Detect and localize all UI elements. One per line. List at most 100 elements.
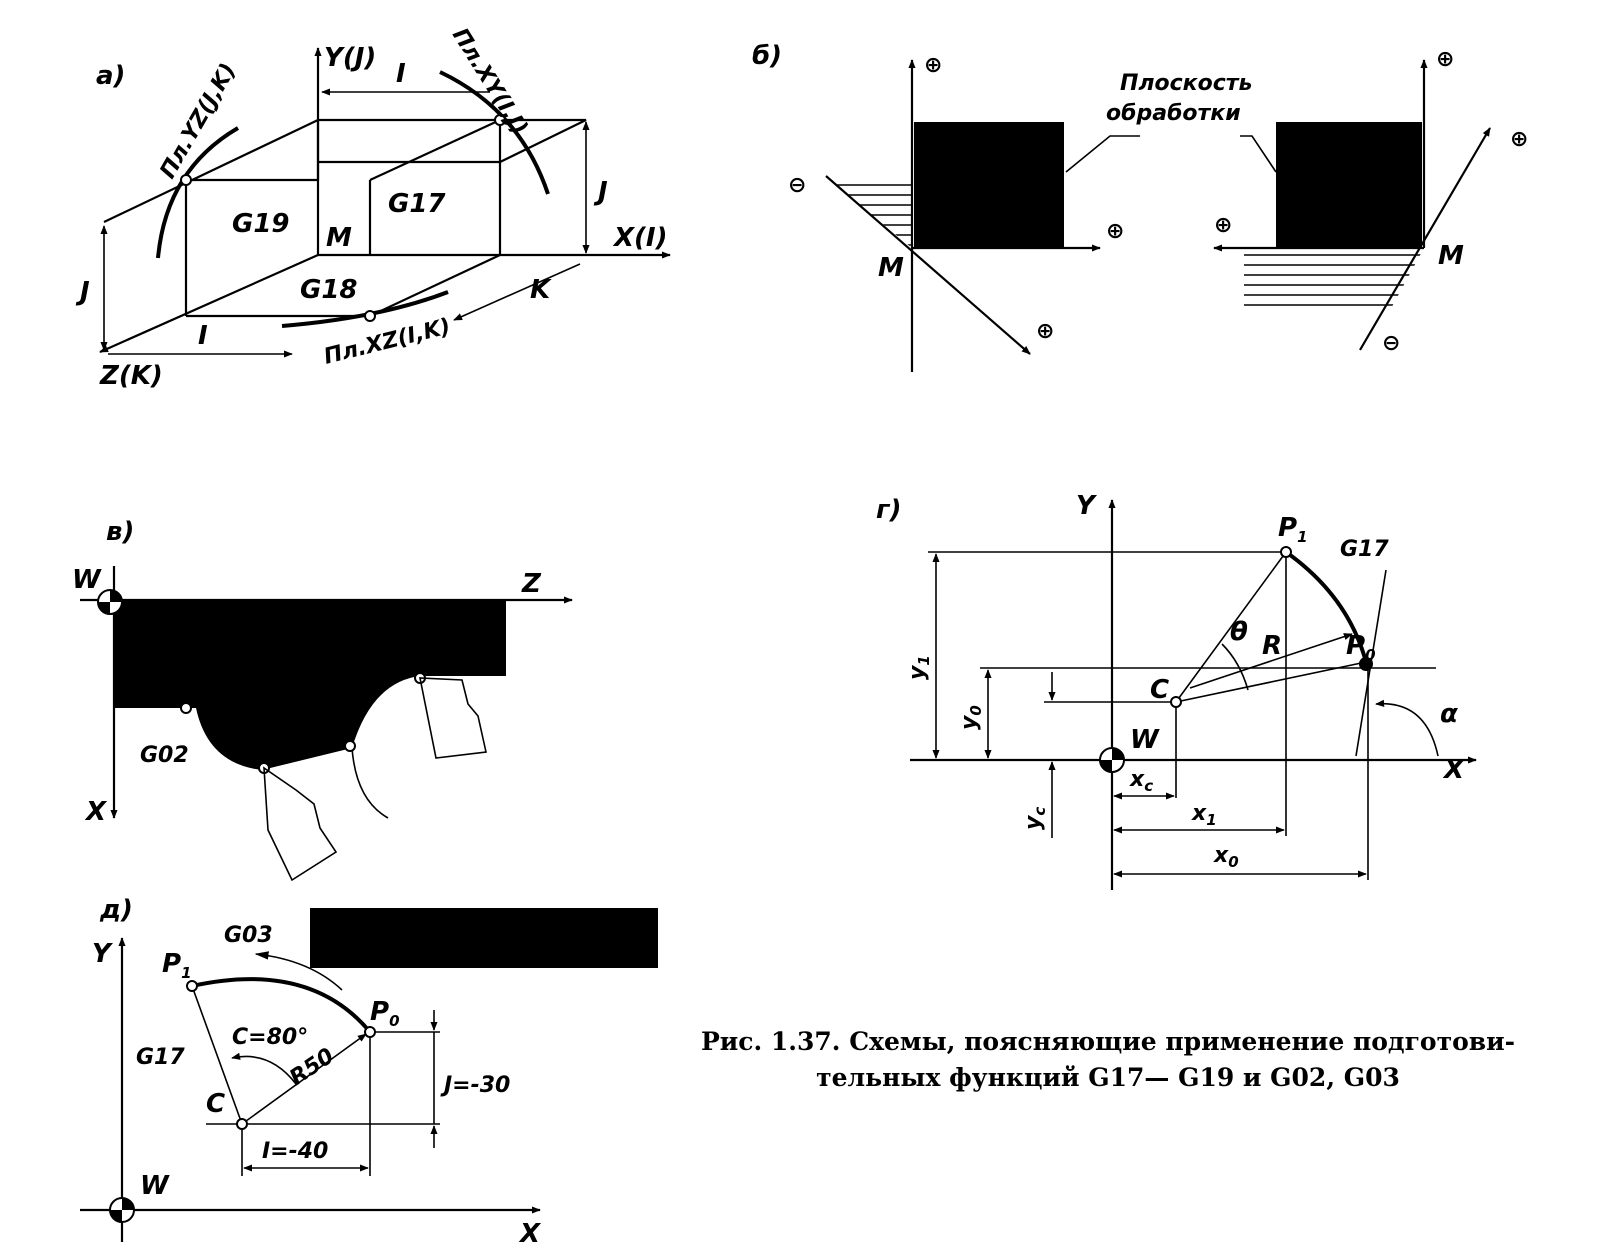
panel-g-theta: θ xyxy=(1230,617,1248,647)
panel-v-z-label: Z xyxy=(521,569,542,599)
panel-g-yc-label: yc xyxy=(1021,807,1049,830)
panel-v-point-3 xyxy=(344,740,356,752)
panel-b-leader-right xyxy=(1240,135,1277,173)
panel-g-r: R xyxy=(1262,631,1282,661)
panel-g-arc xyxy=(1284,550,1368,663)
panel-g-x1-label: x1 xyxy=(1191,801,1217,829)
panel-b-label: б) xyxy=(752,41,782,71)
panel-d-g03-label: G03 xyxy=(224,923,273,948)
panel-g-c-p1 xyxy=(1175,551,1287,703)
caption-line-1: Рис. 1.37. Схемы, поясняющие применение … xyxy=(700,1027,1516,1056)
panel-d-c-point xyxy=(236,1118,248,1130)
panel-b-m-left: M xyxy=(878,253,904,283)
panel-a-i-bottom: I xyxy=(198,321,208,351)
panel-b-plus-right-left: ⊕ xyxy=(1214,213,1232,238)
panel-g-g17-label: G17 xyxy=(1340,537,1389,562)
panel-g-c: C xyxy=(1150,675,1169,705)
panel-g: г) Y X P1 P0 G17 θ R C W α xyxy=(876,491,1477,890)
panel-b-right-block xyxy=(1276,122,1422,248)
panel-d-p1-point xyxy=(186,980,198,992)
panel-g-x0-label: x0 xyxy=(1213,843,1239,871)
panel-a-m: M xyxy=(326,223,352,253)
panel-g-c-point xyxy=(1170,696,1182,708)
panel-b-left-block xyxy=(914,122,1064,248)
panel-g-theta-arc xyxy=(1221,643,1249,691)
panel-a-point-xz xyxy=(364,310,376,322)
panel-d-i-label: I=-40 xyxy=(262,1139,328,1164)
panel-a-x-axis-label: X(I) xyxy=(612,223,668,253)
panel-a-z-axis xyxy=(99,253,319,354)
panel-g-c-p0 xyxy=(1175,661,1367,703)
panel-b: б) ⊕ ⊕ ⊖ ⊕ M ⊕ ⊕ ⊕ ⊖ M Плоскость обработ… xyxy=(752,41,1528,372)
panel-d-r50-label: R50 xyxy=(285,1044,338,1091)
panel-d-x-label: X xyxy=(518,1219,542,1249)
panel-d-arc xyxy=(191,977,372,1034)
panel-v-point-1 xyxy=(180,702,192,714)
panel-v: в) Z X W G02 xyxy=(72,517,573,882)
panel-b-plane-label-1: Плоскость xyxy=(1120,71,1252,96)
figure-caption: Рис. 1.37. Схемы, поясняющие применение … xyxy=(668,1024,1548,1096)
panel-v-w-symbol-fill xyxy=(98,590,122,614)
panel-d-p0-label: P0 xyxy=(370,997,400,1030)
panel-a-z-axis-label: Z(K) xyxy=(99,361,163,391)
panel-a-xy-arc xyxy=(439,70,550,195)
panel-v-label: в) xyxy=(106,517,134,547)
panel-g-xc-label: xc xyxy=(1129,767,1153,795)
panel-b-right-hatch xyxy=(1244,248,1424,314)
panel-d-p0-point xyxy=(364,1026,376,1038)
panel-d-angle-arc xyxy=(231,1052,297,1085)
panel-a-i-top: I xyxy=(396,59,406,89)
panel-g-p1-label: P1 xyxy=(1278,513,1308,546)
panel-g-p0-label: P0 xyxy=(1346,631,1376,664)
panel-g-label: г) xyxy=(876,495,901,525)
panel-d-c-label: C xyxy=(206,1089,225,1119)
panel-d: д) Y X W P1 P0 G03 G17 C=80° R50 C J=-30 xyxy=(80,895,658,1249)
panel-a-j-right: J xyxy=(593,177,608,207)
caption-line-2: тельных функций G17— G19 и G02, G03 xyxy=(816,1063,1400,1092)
panel-a-plane-yz: Пл.YZ(J,K) xyxy=(156,59,242,183)
panel-a-box-edge-4 xyxy=(369,119,501,181)
panel-a-point-yz xyxy=(180,174,192,186)
panel-a-g17: G17 xyxy=(388,189,446,219)
panel-b-m-right: M xyxy=(1438,241,1464,271)
panel-b-minus-left: ⊖ xyxy=(788,173,806,198)
panel-b-plus-left-diag: ⊕ xyxy=(1036,319,1054,344)
panel-g-p1-point xyxy=(1280,546,1292,558)
panel-d-redaction-block xyxy=(310,908,658,968)
panel-v-tool-2 xyxy=(419,677,487,759)
panel-d-c-angle-label: C=80° xyxy=(232,1025,308,1050)
panel-b-plus-left-right: ⊕ xyxy=(1106,219,1124,244)
panel-d-p1-label: P1 xyxy=(162,949,192,982)
panel-b-right-diagonal-axis xyxy=(1359,127,1491,351)
panel-g-p0-point xyxy=(1359,657,1373,671)
panel-a-k: K xyxy=(530,275,552,305)
panel-a-point-xy xyxy=(494,114,506,126)
panel-a-g19: G19 xyxy=(232,209,290,239)
panel-g-y0-label: y0 xyxy=(957,705,985,730)
panel-v-g02-label: G02 xyxy=(140,743,189,768)
panel-g-x-label: X xyxy=(1442,755,1466,785)
panel-b-minus-right: ⊖ xyxy=(1382,331,1400,356)
panel-g-y-label: Y xyxy=(1076,491,1098,521)
panel-a-k-arrow xyxy=(453,263,581,321)
panel-v-tool-1 xyxy=(263,766,338,882)
panel-a-box-top xyxy=(103,118,587,223)
panel-d-label: д) xyxy=(99,895,133,925)
panel-d-g17-label: G17 xyxy=(136,1045,185,1070)
panel-g-alpha-arc xyxy=(1375,699,1439,757)
panel-b-plus-right-diag: ⊕ xyxy=(1510,127,1528,152)
panel-d-w-symbol-fill xyxy=(110,1198,134,1222)
panel-b-plus-right-top: ⊕ xyxy=(1436,47,1454,72)
panel-b-left-diagonal-axis xyxy=(825,175,1031,355)
panel-b-plane-label-2: обработки xyxy=(1106,101,1241,126)
panel-d-w-label: W xyxy=(140,1171,170,1201)
panel-g-y1-label: y1 xyxy=(905,655,933,680)
panel-d-g03-arrow xyxy=(254,951,343,991)
panel-a-label: а) xyxy=(96,61,125,91)
panel-b-leader-left xyxy=(1065,135,1140,173)
panel-d-c-p1 xyxy=(191,985,243,1125)
panel-v-x-label: X xyxy=(84,797,108,827)
panel-d-j-label: J=-30 xyxy=(440,1073,510,1098)
panel-g-w: W xyxy=(1130,725,1160,755)
